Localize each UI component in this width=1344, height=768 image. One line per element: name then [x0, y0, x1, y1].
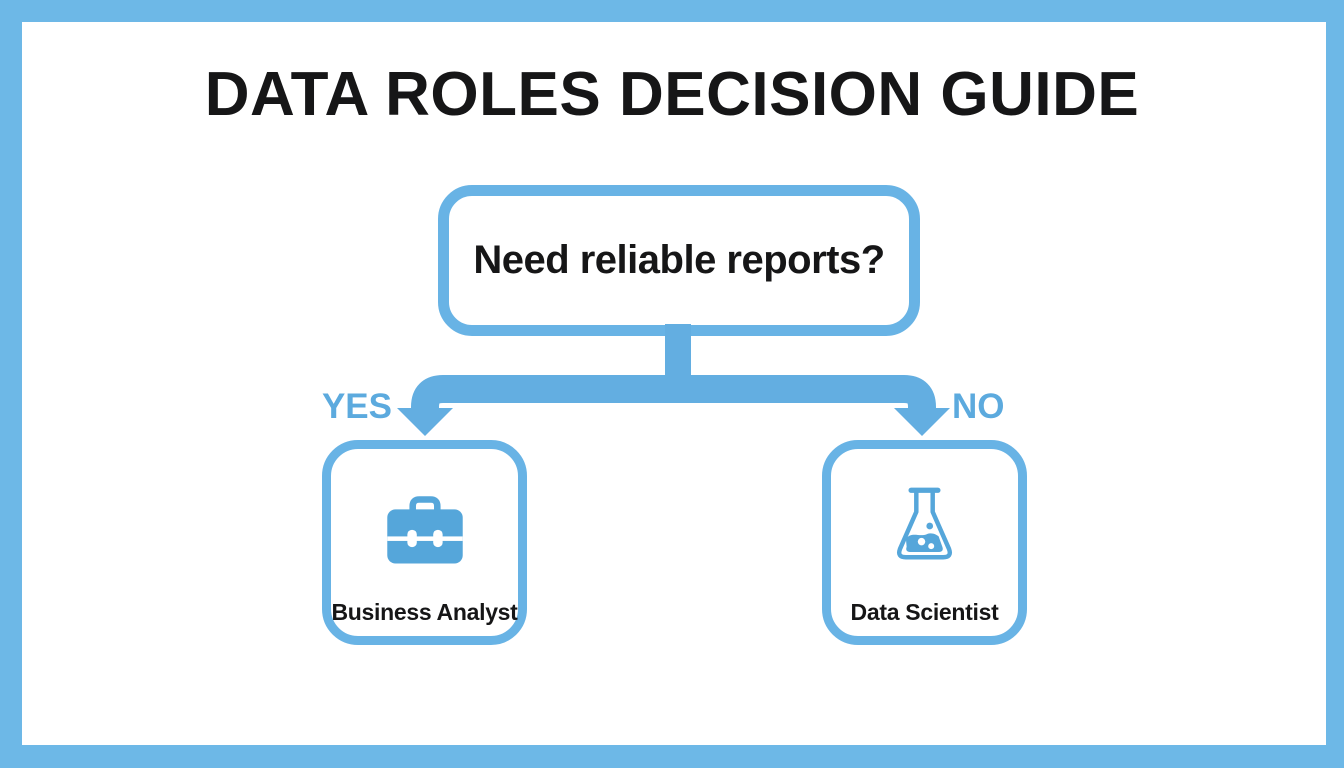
result-label-business-analyst: Business Analyst: [331, 599, 518, 625]
icon-slot: [831, 449, 1018, 567]
no-branch-label: NO: [952, 387, 1005, 426]
decision-node-question: Need reliable reports?: [438, 185, 920, 336]
briefcase-icon: [386, 496, 463, 564]
question-label: Need reliable reports?: [473, 238, 885, 282]
result-label-data-scientist: Data Scientist: [850, 599, 999, 625]
page-title: DATA ROLES DECISION GUIDE: [204, 60, 1140, 129]
connector-bar: [411, 375, 936, 416]
arrow-down-no-icon: [894, 408, 950, 436]
flask-icon: [896, 487, 953, 560]
icon-slot: [331, 449, 518, 567]
yes-branch-label: YES: [321, 387, 392, 426]
arrow-down-yes-icon: [397, 408, 453, 436]
result-node-data-scientist: Data Scientist: [822, 440, 1027, 645]
result-node-business-analyst: Business Analyst: [322, 440, 527, 645]
